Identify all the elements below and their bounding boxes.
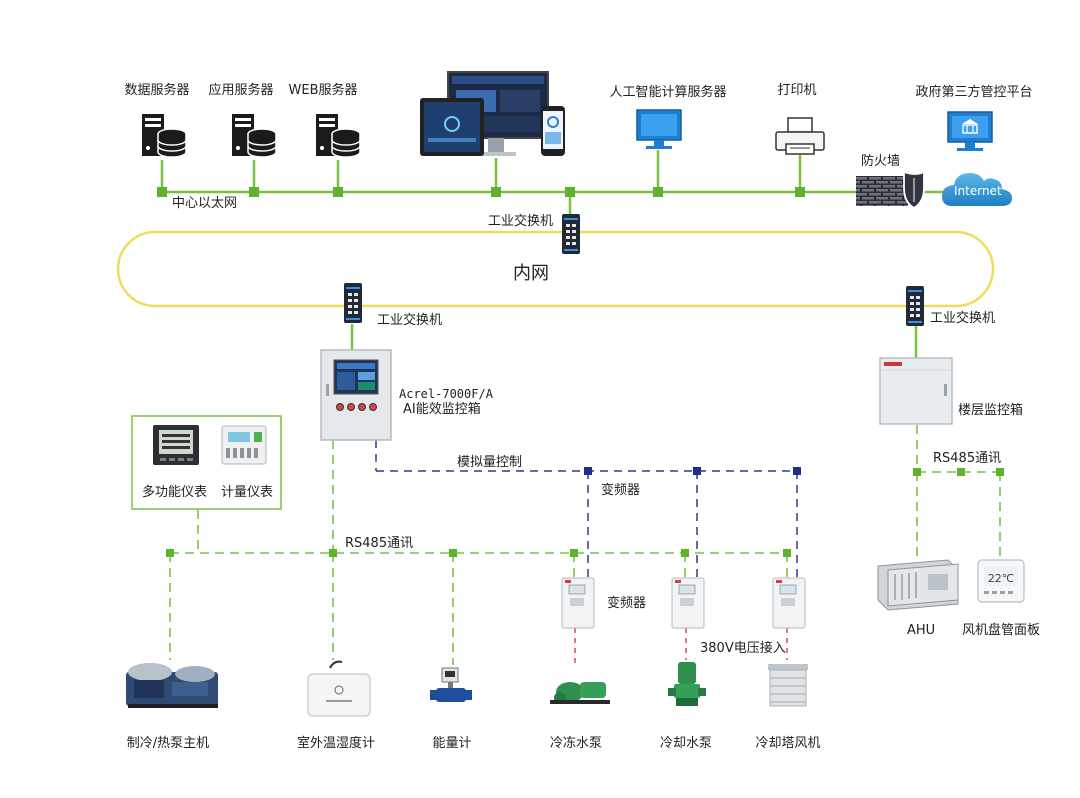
computer-monitor-icon: [636, 109, 682, 149]
analog-nodes: [584, 467, 801, 475]
vfd-top-label: 变频器: [601, 483, 641, 498]
ahu-icon: [877, 559, 959, 611]
vfd-icon: [772, 577, 806, 629]
rs485-bus-label: RS485通讯: [345, 536, 414, 551]
vfd-icon: [671, 577, 705, 629]
internet-label: Internet: [954, 184, 1002, 198]
server-icon: [232, 114, 277, 158]
multifunction-meter-icon: [153, 425, 199, 465]
ethernet-backbone: [158, 150, 948, 216]
internet-cloud-icon: [942, 173, 1012, 206]
energy-meter-icon: [430, 667, 472, 702]
switch-top-label: 工业交换机: [488, 214, 554, 229]
floor-cabinet-label: 楼层监控箱: [958, 403, 1024, 418]
multi-meter-label: 多功能仪表: [142, 485, 208, 500]
switch-links: [350, 324, 918, 358]
floor-rs485-label: RS485通讯: [933, 451, 1002, 466]
app-server-label: 应用服务器: [208, 83, 274, 98]
intranet-ring: [116, 230, 995, 308]
industrial-switch-icon: [562, 214, 580, 254]
power-lines: [574, 628, 788, 668]
cooling-tower-icon: [768, 664, 808, 707]
cooling-water-pump-icon: [668, 662, 706, 706]
chilled-water-pump-icon: [550, 682, 610, 704]
monitoring-screens-icon: [420, 71, 565, 156]
chiller-icon: [126, 663, 218, 708]
th-meter-label: 室外温湿度计: [296, 736, 376, 751]
web-server-label: WEB服务器: [288, 83, 358, 98]
chw-pump-label: 冷冻水泵: [549, 736, 603, 751]
vfd-label: 变频器: [607, 596, 647, 611]
ai-monitoring-cabinet-icon: [320, 349, 392, 441]
ethernet-label: 中心以太网: [172, 196, 238, 211]
fcu-panel-icon: [977, 559, 1025, 603]
chiller-label: 制冷/热泵主机: [126, 736, 210, 751]
energy-meter-label: 能量计: [432, 736, 472, 751]
fcu-panel-label: 风机盘管面板: [962, 623, 1041, 638]
firewall-label: 防火墙: [861, 154, 901, 169]
ai-server-label: 人工智能计算服务器: [609, 85, 727, 100]
gov-platform-icon: [947, 111, 993, 151]
db-server-label: 数据服务器: [124, 83, 190, 98]
printer-label: 打印机: [777, 83, 817, 98]
power-label: 380V电压接入: [700, 641, 786, 656]
firewall-icon: [856, 170, 925, 210]
intranet-label: 内网: [513, 263, 549, 284]
cabinet-name-label: AI能效监控箱: [403, 402, 481, 417]
tower-fan-label: 冷却塔风机: [755, 736, 821, 751]
metering-meter-label: 计量仪表: [221, 485, 274, 500]
server-icon: [316, 114, 361, 158]
vfd-icon: [561, 577, 595, 629]
fcu-panel-display: 22℃: [988, 572, 1014, 585]
cw-pump-label: 冷却水泵: [659, 736, 713, 751]
cabinet-model-label: Acrel-7000F/A: [399, 387, 493, 401]
meters-group-frame: [131, 415, 282, 510]
analog-control-lines: [375, 440, 800, 582]
rs485-bus: [169, 425, 1001, 665]
floor-cabinet-icon: [879, 357, 953, 425]
gov-platform-label: 政府第三方管控平台: [915, 85, 1033, 100]
server-icon: [142, 114, 187, 158]
printer-icon: [775, 117, 825, 155]
industrial-switch-icon: [906, 286, 924, 326]
switch-left-label: 工业交换机: [377, 313, 443, 328]
metering-meter-icon: [221, 425, 267, 465]
temperature-humidity-meter-icon: [307, 660, 371, 717]
ethernet-nodes: [157, 187, 805, 197]
industrial-switch-icon: [344, 283, 362, 323]
analog-control-label: 模拟量控制: [457, 455, 523, 470]
rs485-nodes: [166, 468, 1004, 557]
ahu-label: AHU: [907, 623, 936, 638]
switch-right-label: 工业交换机: [930, 311, 996, 326]
